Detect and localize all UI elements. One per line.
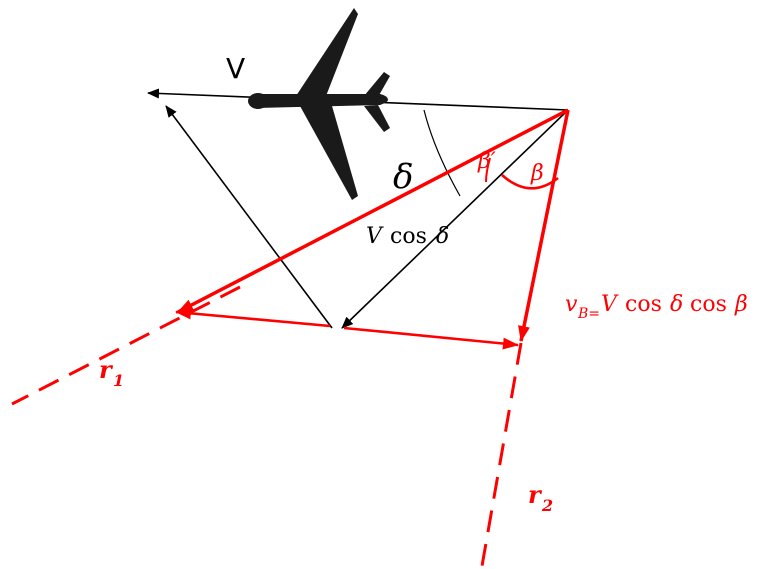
svg-text:V: V — [366, 224, 384, 249]
airplane-icon — [248, 8, 390, 200]
velocity-component-vector — [165, 105, 333, 329]
r2-label: r 2 — [528, 480, 553, 515]
v-cos-delta-label: V cos δ — [366, 224, 449, 249]
r2-direction-vector — [518, 109, 570, 342]
beta-prime-angle-arc — [485, 157, 491, 183]
svg-text:r: r — [528, 480, 543, 509]
delta-angle-arc — [423, 109, 461, 197]
svg-text:r: r — [99, 355, 114, 384]
svg-text:cos: cos — [690, 292, 727, 317]
svg-text:cos: cos — [390, 224, 427, 249]
beta-label: β — [530, 161, 544, 186]
svg-text:δ: δ — [436, 224, 449, 249]
delta-label: δ — [393, 157, 413, 197]
projection-vector-r2 — [343, 326, 519, 350]
svg-text:V: V — [601, 292, 619, 317]
r1-direction-vector — [177, 108, 569, 314]
svg-text:cos: cos — [625, 292, 662, 317]
svg-text:δ: δ — [670, 292, 683, 317]
svg-text:1: 1 — [113, 371, 124, 390]
velocity-label: V — [226, 52, 245, 85]
beta-prime-label: β′ — [477, 149, 496, 174]
v-cos-delta-vector — [341, 109, 569, 329]
r1-dashed-line — [11, 285, 241, 406]
svg-text:2: 2 — [541, 496, 553, 515]
svg-text:β: β — [734, 292, 748, 317]
projection-vector-r1 — [175, 307, 331, 328]
vb-formula-label: v B= V cos δ cos β — [565, 292, 748, 322]
r2-dashed-line — [480, 342, 523, 567]
beta-angle-arc — [501, 174, 559, 190]
svg-text:v: v — [565, 292, 578, 317]
svg-text:B=: B= — [577, 306, 600, 322]
r1-label: r 1 — [99, 355, 124, 390]
